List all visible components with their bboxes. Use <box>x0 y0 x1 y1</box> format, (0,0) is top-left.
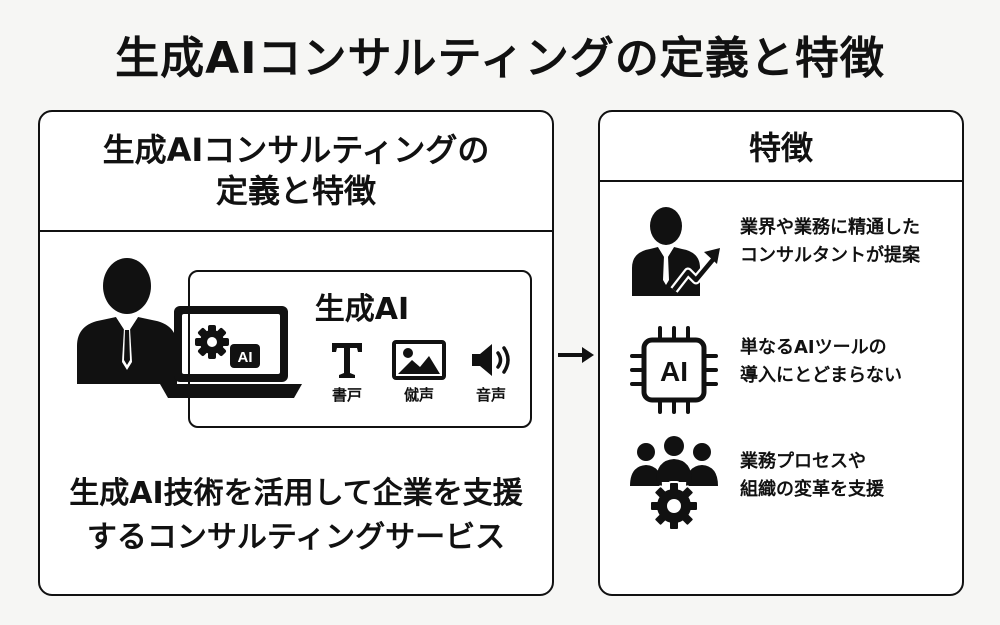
definition-panel: 生成AIコンサルティングの 定義と特徴 AI 生成AI 書 <box>38 110 554 596</box>
modality-text-label: 書戸 <box>331 386 362 404</box>
laptop-icon: AI <box>160 306 302 398</box>
definition-description-text: 生成AI技術を活用して企業を支援 するコンサルティングサービス <box>69 476 523 555</box>
laptop-ai-chip-label: AI <box>238 349 253 366</box>
gear-icon <box>195 325 229 359</box>
definition-description: 生成AI技術を活用して企業を支援 するコンサルティングサービス <box>40 472 552 559</box>
modality-audio: 音声 <box>456 340 526 405</box>
feature-text-3: 業務プロセスや 組織の変革を支援 <box>740 451 884 500</box>
generative-ai-label: 生成AI <box>314 292 410 327</box>
image-icon <box>392 340 446 380</box>
modality-audio-label: 音声 <box>475 386 506 404</box>
chip-ai-label: AI <box>660 356 688 387</box>
modality-image: 僦声 <box>384 340 454 405</box>
features-header: 特徴 <box>600 112 962 182</box>
team-gear-icon <box>630 436 718 531</box>
definition-header-text: 生成AIコンサルティングの 定義と特徴 <box>102 131 490 210</box>
feature-text-1: 業界や業務に精通した コンサルタントが提案 <box>740 217 920 266</box>
modality-text: 書戸 <box>312 340 382 405</box>
definition-header: 生成AIコンサルティングの 定義と特徴 <box>40 112 552 232</box>
generative-ai-box <box>188 270 532 428</box>
speaker-icon <box>472 344 510 376</box>
ai-chip-icon: AI <box>630 326 718 414</box>
feature-item-3: 業務プロセスや 組織の変革を支援 <box>600 434 962 534</box>
feature-item-2: AI 単なるAIツールの 導入にとどまらない <box>600 320 962 420</box>
text-icon <box>332 343 362 378</box>
feature-item-1: 業界や業務に精通した コンサルタントが提案 <box>600 200 962 300</box>
consultant-growth-icon <box>632 207 720 296</box>
features-panel: 特徴 業界や業務に精通した コンサルタントが提案 AI 単なるAIツールの 導入… <box>598 110 964 596</box>
page-title: 生成AIコンサルティングの定義と特徴 <box>115 33 885 84</box>
feature-text-2: 単なるAIツールの 導入にとどまらない <box>740 337 902 386</box>
modality-image-label: 僦声 <box>403 386 434 404</box>
right-arrow-icon <box>558 347 594 363</box>
businessman-icon <box>77 258 177 384</box>
